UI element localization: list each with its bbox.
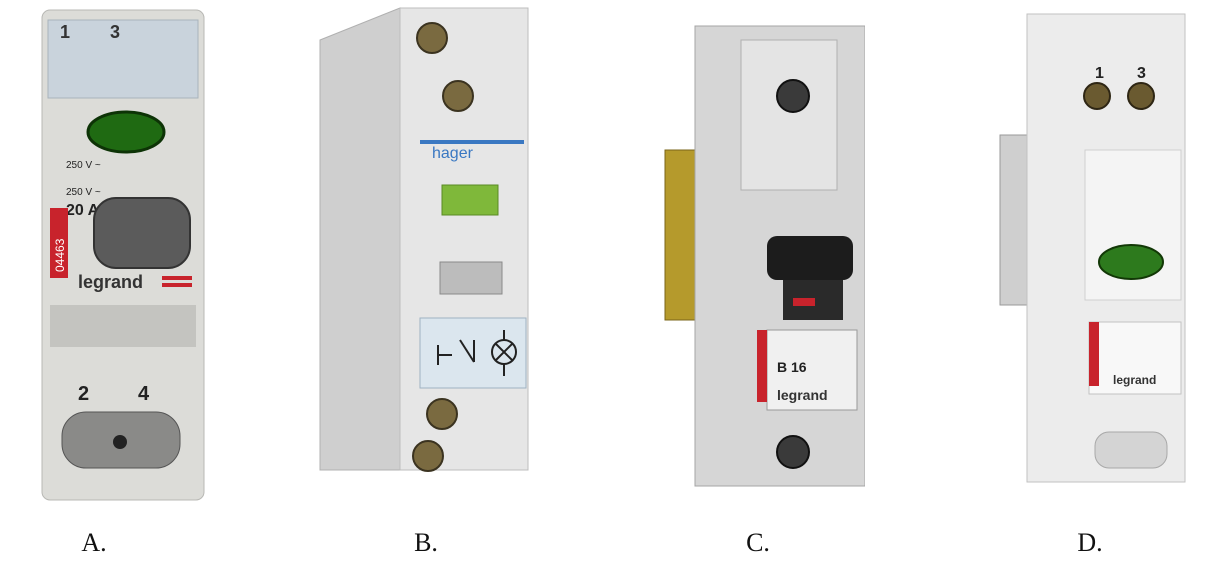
indicator-lamp-icon [86,110,166,154]
brand-logo: legrand [1113,373,1156,387]
switch-symbol-icon [437,339,475,365]
device-c-circuit-breaker: B 16 legrand [655,0,865,520]
terminal-1-label: 1 [1095,65,1104,82]
svg-text:250 V ~: 250 V ~ [66,187,101,198]
device-a-push-button: 1 3 250 V ~ 250 V ~ 20 A 04463 legrand 2… [20,0,220,520]
device-b-push-button: hager [290,0,550,520]
terminal-4-label: 4 [138,383,150,405]
breaker-toggle-icon [767,236,853,280]
option-label-a: A. [81,528,107,557]
brand-logo: legrand [78,272,143,292]
terminal-3-label: 3 [110,22,120,42]
device-d-indicator-light: 1 3 legrand [985,0,1195,520]
current-rating: 20 A [66,202,100,219]
push-button-icon [93,197,191,269]
terminal-3-label: 3 [1137,65,1146,82]
indicator-lamp-icon [1098,244,1164,280]
option-label-d: D. [1077,528,1103,557]
terminal-2-label: 2 [78,383,89,405]
option-label-b: B. [414,528,438,557]
breaker-rating: B 16 [777,359,807,375]
lamp-symbol-icon [491,330,517,376]
brand-logo: legrand [777,387,828,403]
voltage-rating: 250 V ~ [66,160,101,171]
push-button-icon [439,261,503,295]
part-number: 04463 [53,238,67,272]
indicator-lamp-icon [441,184,499,216]
brand-logo: hager [432,145,474,162]
option-label-c: C. [746,528,770,557]
terminal-1-label: 1 [60,22,70,42]
